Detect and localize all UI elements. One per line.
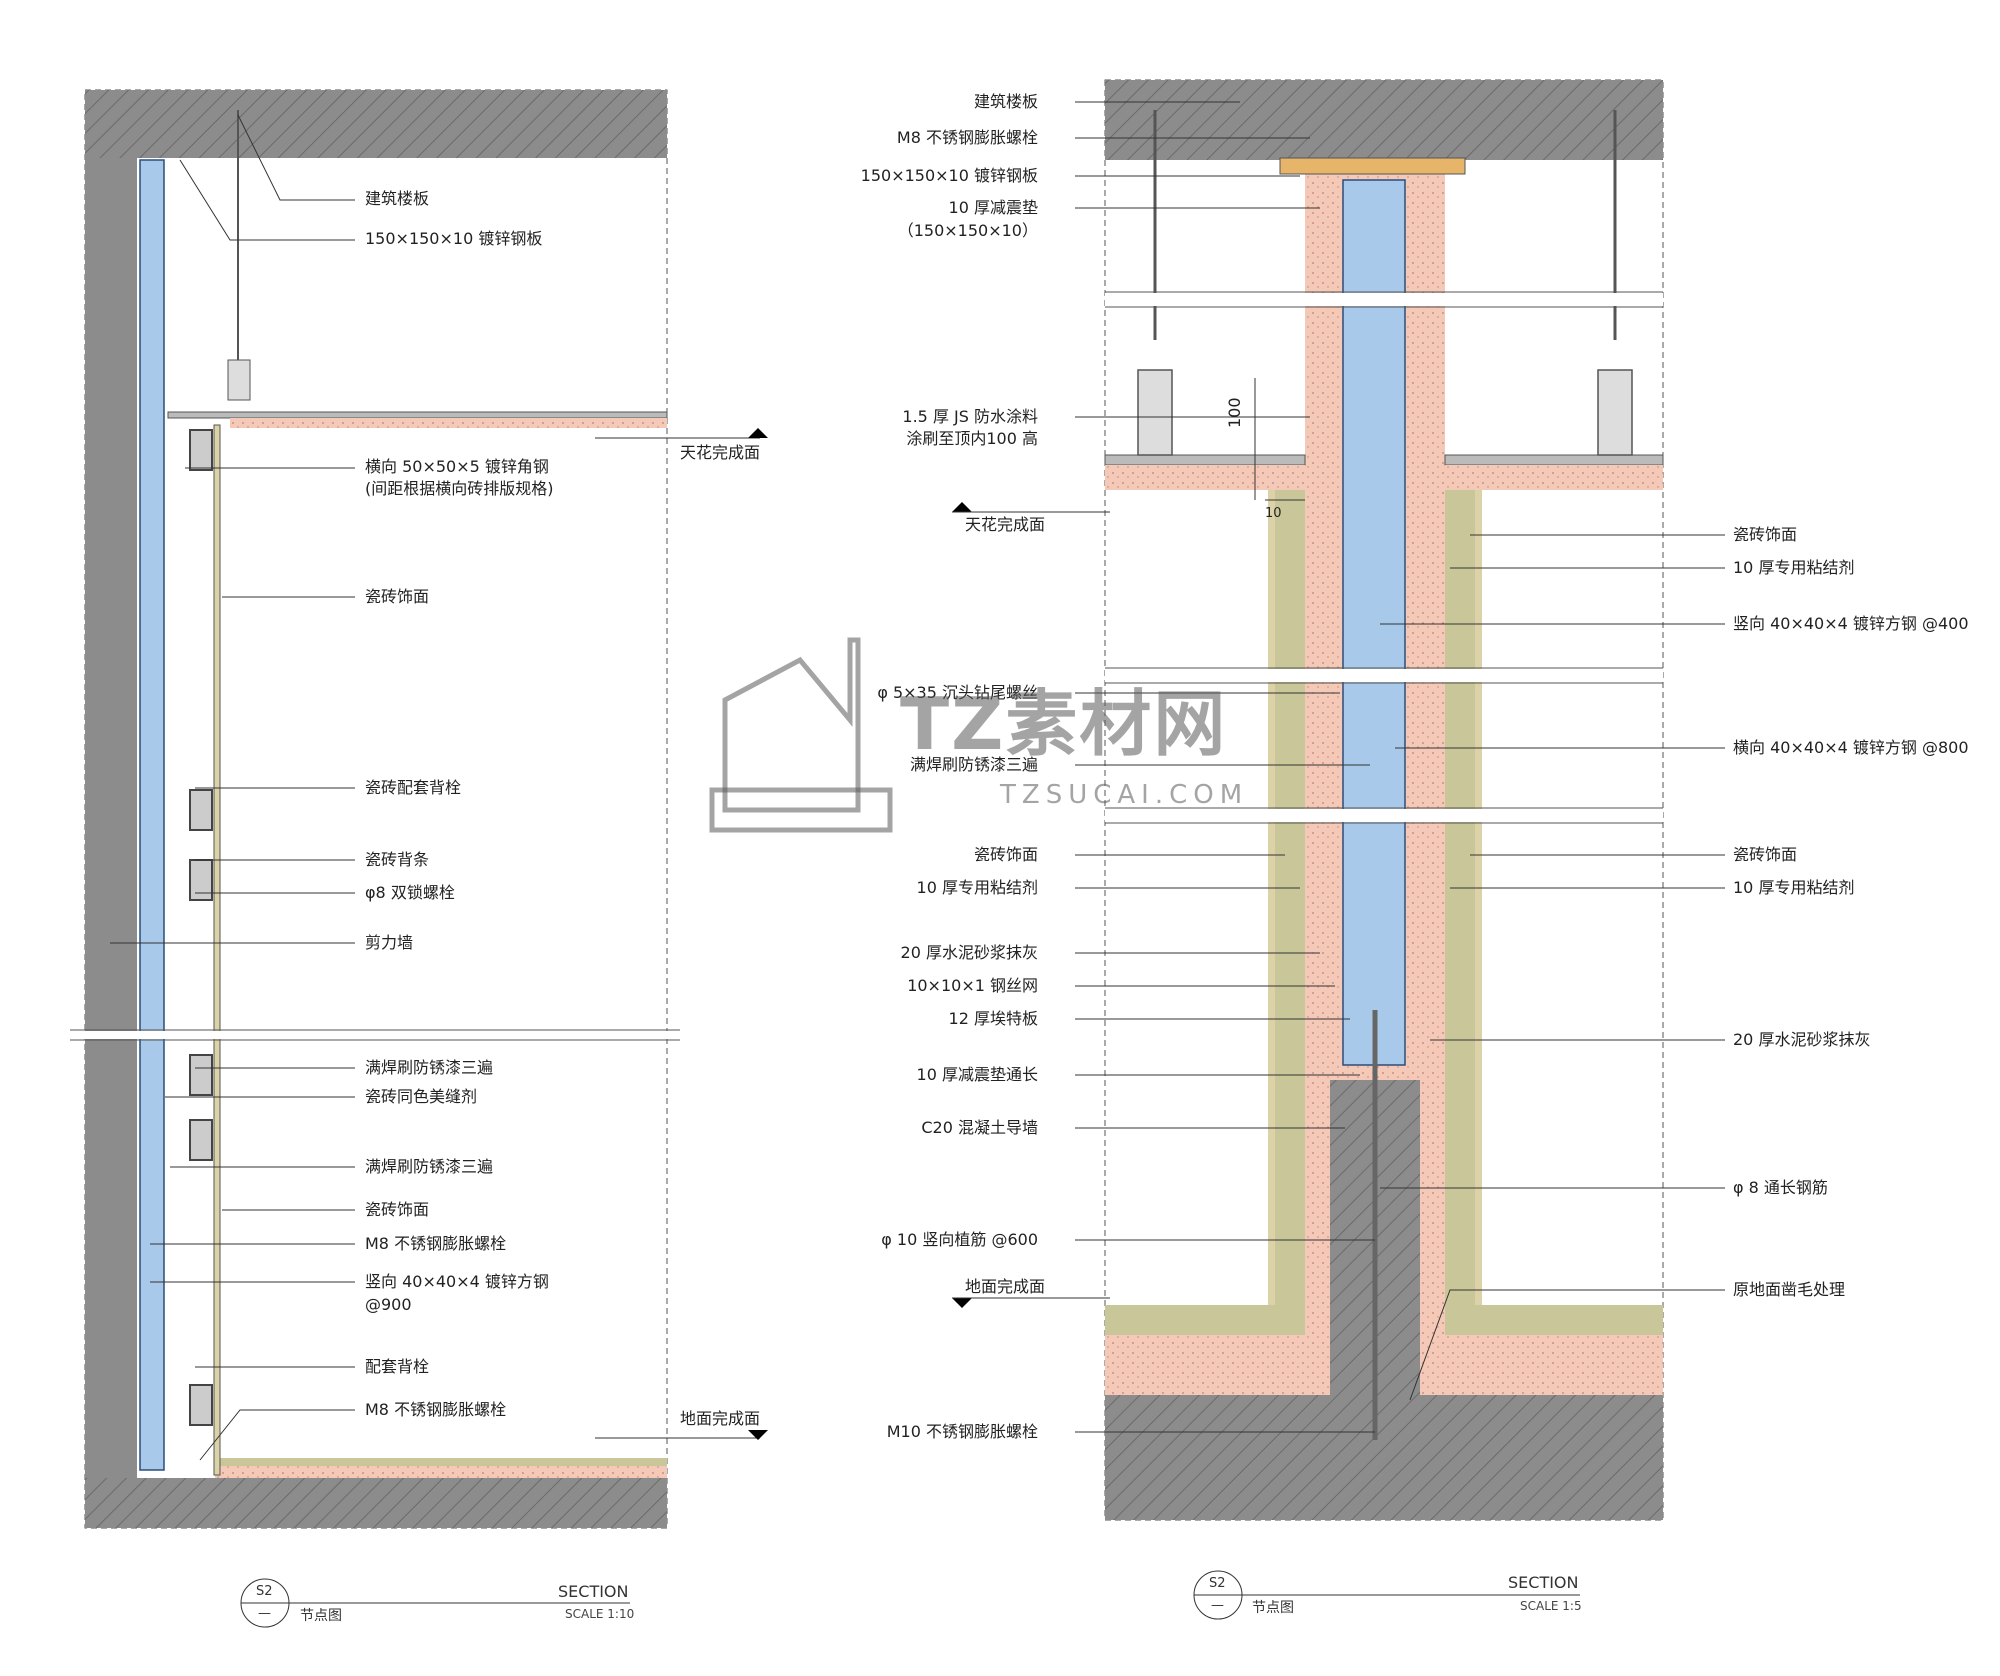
right-label-adhesive-r1: 10 厚专用粘结剂 xyxy=(1733,558,1855,577)
right-label-damping-pad: 10 厚减震垫 xyxy=(948,198,1038,217)
right-title-bubble-top: S2 xyxy=(1209,1576,1226,1591)
left-label-grout: 瓷砖同色美缝剂 xyxy=(365,1087,478,1106)
right-label-roughened-floor: 原地面凿毛处理 xyxy=(1733,1280,1846,1299)
left-section-drawing xyxy=(70,89,768,1529)
right-top-slab xyxy=(1105,80,1663,160)
left-label-m8-bolt-2: M8 不锈钢膨胀螺栓 xyxy=(365,1400,507,1419)
left-shear-wall xyxy=(85,158,137,1478)
left-top-slab xyxy=(85,90,667,158)
right-label-m8-bolt: M8 不锈钢膨胀螺栓 xyxy=(896,128,1038,147)
right-label-adhesive-l: 10 厚专用粘结剂 xyxy=(916,878,1038,897)
right-title-section: SECTION xyxy=(1508,1573,1579,1592)
left-label-anchor: 配套背栓 xyxy=(365,1357,430,1376)
left-title-scale: SCALE 1:10 xyxy=(565,1607,635,1621)
watermark-url: TZSUCAI.COM xyxy=(1000,780,1249,810)
left-steel-column xyxy=(139,159,165,1471)
left-title-name: 节点图 xyxy=(300,1608,342,1624)
right-label-tile-face-l: 瓷砖饰面 xyxy=(973,845,1038,864)
left-title-section: SECTION xyxy=(558,1582,629,1601)
right-title-block xyxy=(1193,1570,1580,1620)
left-label-weld-2: 满焊刷防锈漆三遍 xyxy=(365,1157,494,1176)
left-label-spacing-900: @900 xyxy=(365,1295,412,1314)
left-title-block xyxy=(240,1578,630,1628)
right-label-steel-plate: 150×150×10 镀锌钢板 xyxy=(860,166,1038,185)
right-label-rebar-10: φ 10 竖向植筋 @600 xyxy=(881,1230,1038,1249)
left-label-tile-strip: 瓷砖背条 xyxy=(365,850,430,869)
left-label-spacing-note: (间距根据横向砖排版规格) xyxy=(365,479,554,498)
left-label-tile-face-2: 瓷砖饰面 xyxy=(365,1200,430,1219)
right-label-eternit-board: 12 厚埃特板 xyxy=(948,1009,1038,1028)
right-label-waterproof: 1.5 厚 JS 防水涂料 xyxy=(902,407,1038,426)
right-label-wire-mesh: 10×10×1 钢丝网 xyxy=(907,976,1038,995)
right-title-bubble-bottom: — xyxy=(1211,1598,1224,1613)
left-level-ceiling: 天花完成面 xyxy=(680,443,761,462)
left-label-tile-face: 瓷砖饰面 xyxy=(365,587,430,606)
right-label-rebar-8: φ 8 通长钢筋 xyxy=(1733,1178,1828,1197)
right-label-horizontal-steel: 横向 40×40×4 镀锌方钢 @800 xyxy=(1733,738,1969,757)
right-label-guide-wall: C20 混凝土导墙 xyxy=(921,1118,1038,1137)
right-label-screw: φ 5×35 沉头钻尾螺丝 xyxy=(877,683,1038,702)
right-steel-cavity xyxy=(1342,179,1406,1066)
right-title-name: 节点图 xyxy=(1252,1600,1294,1616)
right-bottom-slab xyxy=(1105,1395,1663,1520)
left-title-bubble-top: S2 xyxy=(256,1584,273,1599)
right-label-adhesive-r2: 10 厚专用粘结剂 xyxy=(1733,878,1855,897)
left-label-tile-anchor: 瓷砖配套背栓 xyxy=(365,778,462,797)
right-level-floor: 地面完成面 xyxy=(965,1277,1046,1296)
right-label-tile-face-r1: 瓷砖饰面 xyxy=(1733,525,1798,544)
right-label-mortar-l: 20 厚水泥砂浆抹灰 xyxy=(900,943,1038,962)
right-level-ceiling: 天花完成面 xyxy=(965,515,1046,534)
right-label-m10-bolt: M10 不锈钢膨胀螺栓 xyxy=(886,1422,1038,1441)
left-label-weld-1: 满焊刷防锈漆三遍 xyxy=(365,1058,494,1077)
right-label-vertical-steel: 竖向 40×40×4 镀锌方钢 @400 xyxy=(1733,614,1969,633)
left-level-floor: 地面完成面 xyxy=(680,1409,761,1428)
left-label-lock-bolt: φ8 双锁螺栓 xyxy=(365,883,455,902)
left-title-bubble-bottom: — xyxy=(258,1606,271,1621)
right-label-slab: 建筑楼板 xyxy=(973,92,1038,111)
left-label-angle-steel: 横向 50×50×5 镀锌角钢 xyxy=(365,457,549,476)
left-label-shear-wall: 剪力墙 xyxy=(365,933,414,952)
left-label-m8-bolt: M8 不锈钢膨胀螺栓 xyxy=(365,1234,507,1253)
right-dim-10: 10 xyxy=(1265,506,1282,521)
watermark-logo xyxy=(709,637,893,833)
right-section-drawing xyxy=(952,79,1725,1521)
right-label-waterproof-note: 涂刷至顶内100 高 xyxy=(906,429,1038,448)
left-label-steel-plate: 150×150×10 镀锌钢板 xyxy=(365,229,543,248)
right-label-weld: 满焊刷防锈漆三遍 xyxy=(909,755,1038,774)
right-label-damping-size: （150×150×10） xyxy=(897,221,1038,240)
right-dim-100: 100 xyxy=(1225,397,1244,428)
left-label-slab: 建筑楼板 xyxy=(365,189,430,208)
left-bottom-slab xyxy=(85,1478,667,1528)
right-label-mortar-r: 20 厚水泥砂浆抹灰 xyxy=(1733,1030,1871,1049)
right-label-tile-face-r2: 瓷砖饰面 xyxy=(1733,845,1798,864)
right-title-scale: SCALE 1:5 xyxy=(1520,1599,1582,1613)
watermark-text: TZ素材网 xyxy=(900,682,1228,766)
left-label-square-steel: 竖向 40×40×4 镀锌方钢 xyxy=(365,1272,549,1291)
right-label-damping-strip: 10 厚减震垫通长 xyxy=(916,1065,1038,1084)
